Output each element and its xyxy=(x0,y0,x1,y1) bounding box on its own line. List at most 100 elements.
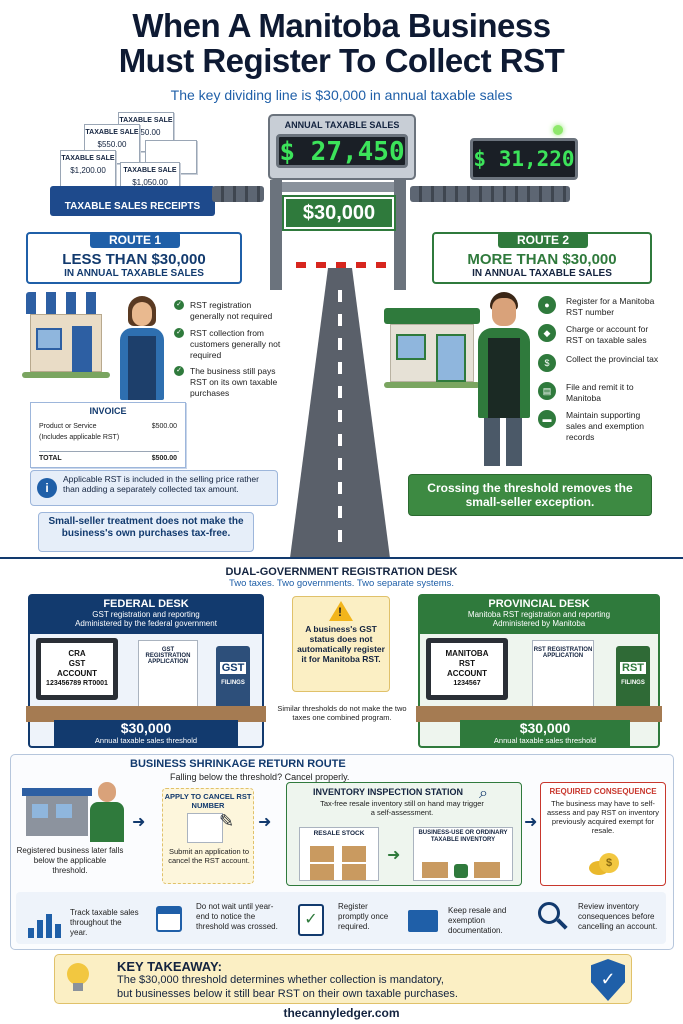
scale-display-right: $ 31,220 xyxy=(470,138,578,180)
route2-header: ROUTE 2 MORE THAN $30,000 IN ANNUAL TAXA… xyxy=(432,232,652,284)
tip-item: Keep resale and exemption documentation. xyxy=(408,900,532,940)
check-icon: ✓ xyxy=(174,366,184,376)
list-item: ▬Maintain supporting sales and exemption… xyxy=(538,410,662,446)
tips-row: Track taxable sales throughout the year.… xyxy=(16,892,666,944)
route1-header: ROUTE 1 LESS THAN $30,000 IN ANNUAL TAXA… xyxy=(26,232,242,284)
page-subtitle: The key dividing line is $30,000 in annu… xyxy=(170,87,513,103)
large-store-illustration xyxy=(384,300,480,392)
gate-beam xyxy=(282,182,394,192)
route1-heading: LESS THAN $30,000 xyxy=(62,251,206,268)
check-icon: ✓ xyxy=(174,328,184,338)
route2-list: ●Register for a Manitoba RST number ◆Cha… xyxy=(538,296,662,446)
conveyor-belt-left xyxy=(212,186,264,202)
conveyor-belt-right xyxy=(410,186,570,202)
route2-heading: MORE THAN $30,000 xyxy=(467,251,617,268)
bar-chart-icon xyxy=(24,908,64,938)
route1-subheading: IN ANNUAL TAXABLE SALES xyxy=(64,268,204,279)
road-centerline xyxy=(338,290,342,550)
gst-binder: GST FILINGS xyxy=(216,646,250,712)
arrow-right-icon: ➜ xyxy=(387,847,401,864)
list-item: ●Register for a Manitoba RST number xyxy=(538,296,662,324)
rst-application-paper: RST REGISTRATION APPLICATION xyxy=(532,640,594,714)
list-item: ✓The business still pays RST on its own … xyxy=(174,366,284,402)
invoice-line-label: Product or Service xyxy=(39,423,97,430)
threshold-crossed-note: Crossing the threshold removes the small… xyxy=(408,474,652,516)
section-divider xyxy=(0,557,683,559)
federal-desk-header: FEDERAL DESK GST registration and report… xyxy=(30,596,262,634)
magnifier-icon: ⌕ xyxy=(479,785,488,802)
office-building-illustration xyxy=(22,784,92,836)
tip-item: Track taxable sales throughout the year. xyxy=(24,900,144,940)
business-use-inventory: BUSINESS-USE OR ORDINARY TAXABLE INVENTO… xyxy=(413,827,513,881)
inventory-inspection-station: INVENTORY INSPECTION STATION ⌕ Tax-free … xyxy=(286,782,522,886)
magnifier-icon xyxy=(538,902,560,924)
man-owner-illustration xyxy=(474,292,532,470)
clipboard-check-icon: ✓ xyxy=(298,904,324,936)
resale-stock-shelf: RESALE STOCK xyxy=(299,827,379,881)
list-item: ▤File and remit it to Manitoba xyxy=(538,382,662,410)
tip-item: Review inventory consequences before can… xyxy=(538,900,664,940)
gate-post-right xyxy=(394,180,406,290)
route1-tag: ROUTE 1 xyxy=(90,232,180,248)
federal-desk: FEDERAL DESK GST registration and report… xyxy=(26,594,266,748)
pen-icon: ✎ xyxy=(219,811,235,831)
rst-included-note: i Applicable RST is included in the sell… xyxy=(30,470,278,506)
scale-display-left: $ 27,450 xyxy=(276,134,408,168)
shield-check-icon: ✓ xyxy=(591,959,625,1001)
page-title: When A Manitoba Business Must Register T… xyxy=(118,7,565,79)
invoice-line-amount: $500.00 xyxy=(151,423,177,430)
invoice-total-label: TOTAL xyxy=(39,455,62,462)
arrow-right-icon: ➜ xyxy=(524,814,538,831)
rst-binder: RST FILINGS xyxy=(616,646,650,712)
sales-scale: ANNUAL TAXABLE SALES $ 27,450 xyxy=(268,114,416,180)
boom-barrier xyxy=(296,262,388,268)
takeaway-line2: but businesses below it still bear RST o… xyxy=(117,988,458,1000)
dollar-icon: $ xyxy=(538,354,556,372)
small-seller-note: Small-seller treatment does not make the… xyxy=(38,512,254,552)
provincial-desk: PROVINCIAL DESK Manitoba RST registratio… xyxy=(416,594,662,748)
invoice: INVOICE Product or Service (Includes app… xyxy=(30,402,186,468)
tip-item: ✓ Register promptly once required. xyxy=(298,900,408,940)
scale-label: ANNUAL TAXABLE SALES xyxy=(284,120,400,130)
folder-icon xyxy=(408,910,438,932)
gate-post-left xyxy=(270,180,282,290)
list-item: ◆Charge or account for RST on taxable sa… xyxy=(538,324,662,352)
indicator-light xyxy=(553,125,563,135)
list-item: ✓RST registration generally not required xyxy=(174,300,284,328)
person-icon: ● xyxy=(538,296,556,314)
federal-threshold: $30,000 Annual taxable sales threshold xyxy=(54,720,238,748)
similar-thresholds-note: Similar thresholds do not make the two t… xyxy=(277,704,407,722)
provincial-desk-header: PROVINCIAL DESK Manitoba RST registratio… xyxy=(420,596,658,634)
dual-heading: DUAL-GOVERNMENT REGISTRATION DESK xyxy=(225,566,458,578)
dual-subheading: Two taxes. Two governments. Two separate… xyxy=(228,578,455,589)
invoice-title: INVOICE xyxy=(89,406,127,416)
application-form-icon xyxy=(187,813,223,843)
takeaway-title: KEY TAKEAWAY: xyxy=(117,959,222,974)
info-icon: i xyxy=(37,478,57,498)
gst-application-paper: GST REGISTRATION APPLICATION xyxy=(138,640,198,714)
lightbulb-icon xyxy=(65,963,91,993)
gst-status-warning: ! A business's GST status does not autom… xyxy=(292,596,390,692)
document-icon: ▤ xyxy=(538,382,556,400)
tip-item: Do not wait until year-end to notice the… xyxy=(156,900,286,940)
threshold-sign: $30,000 xyxy=(282,195,396,231)
footer-site[interactable]: thecannyledger.com xyxy=(283,1006,400,1020)
warning-icon: ! xyxy=(329,601,353,621)
folder-icon: ▬ xyxy=(538,410,556,428)
route2-subheading: IN ANNUAL TAXABLE SALES xyxy=(472,268,612,279)
receipt-ticket: TAXABLE SALE$1,200.00 xyxy=(60,150,116,190)
desk-surface xyxy=(26,706,266,722)
check-icon: ✓ xyxy=(174,300,184,310)
key-takeaway: KEY TAKEAWAY: The $30,000 threshold dete… xyxy=(54,954,632,1004)
cancel-rst-card: APPLY TO CANCEL RST NUMBER ✎ Submit an a… xyxy=(162,788,254,884)
clerk-illustration xyxy=(88,782,124,842)
required-consequence-card: REQUIRED CONSEQUENCE The business may ha… xyxy=(540,782,666,886)
arrow-right-icon: ➜ xyxy=(258,814,272,831)
provincial-threshold: $30,000 Annual taxable sales threshold xyxy=(460,720,630,748)
receipts-tray: TAXABLE SALES RECEIPTS xyxy=(50,186,215,216)
desk-surface xyxy=(416,706,662,722)
tag-icon: ◆ xyxy=(538,324,556,342)
shrink-step1-text: Registered business later falls below th… xyxy=(16,846,124,875)
arrow-right-icon: ➜ xyxy=(132,814,146,831)
